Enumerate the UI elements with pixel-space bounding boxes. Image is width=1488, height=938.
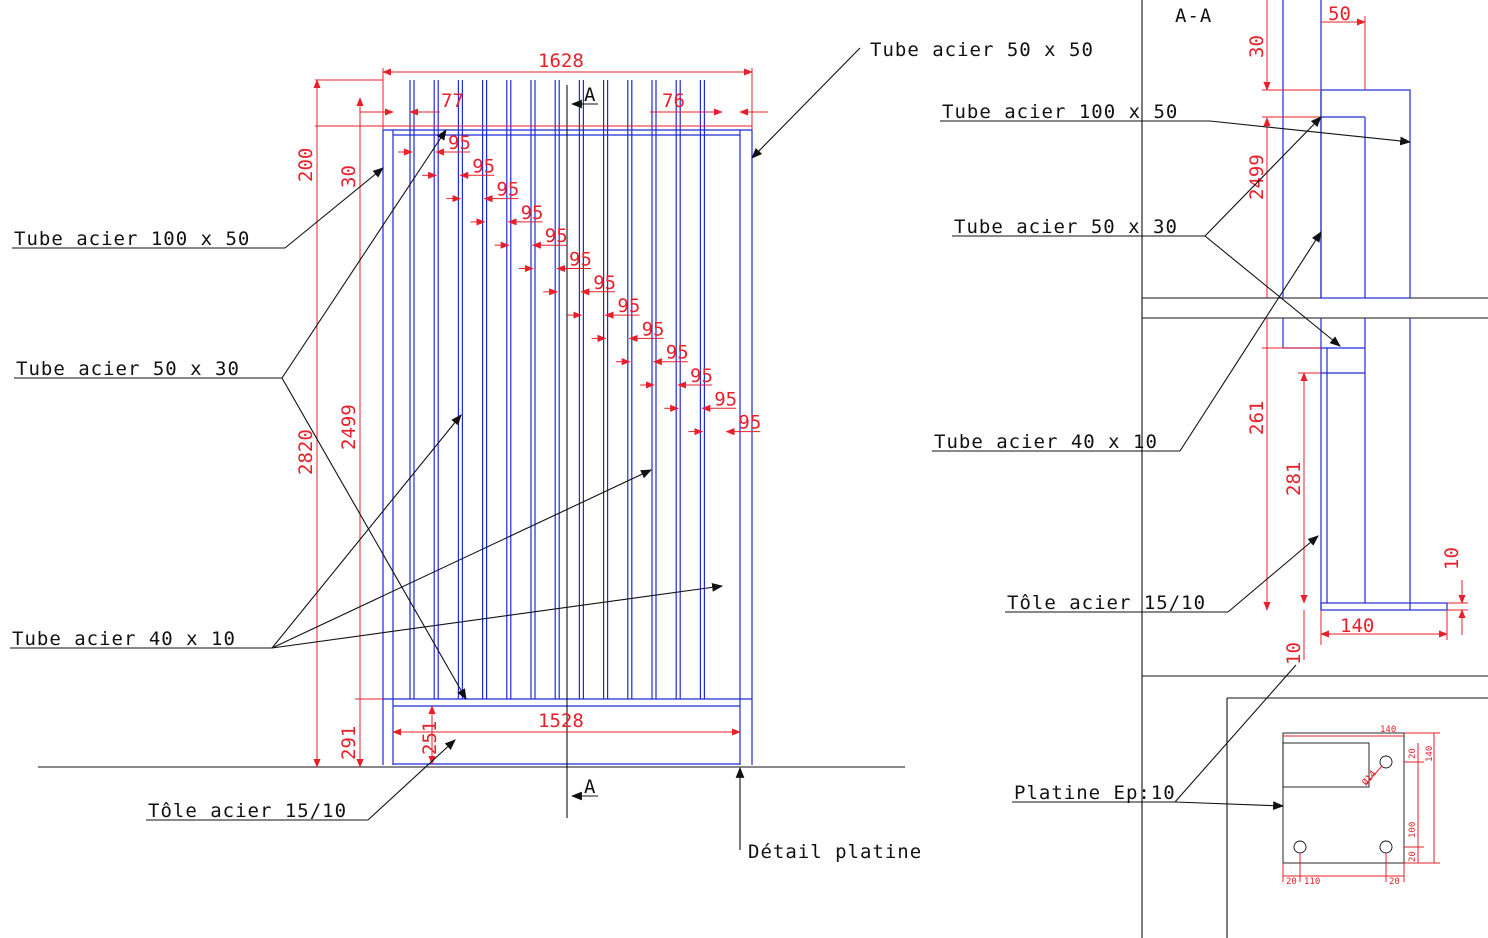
dim-section-bar-height: 2499 — [1246, 154, 1268, 200]
vertical-bar — [602, 80, 609, 699]
spacing-label: 95 — [690, 365, 713, 387]
label-tube-40x10: Tube acier 40 x 10 — [12, 628, 236, 650]
section-title: A-A — [1175, 5, 1212, 27]
dim-section-base-thickness: 10 — [1441, 547, 1463, 570]
vertical-bar — [482, 80, 488, 699]
spacing-dimension: 95 — [398, 132, 471, 156]
spacing-dimension: 95 — [519, 249, 592, 273]
spacing-label: 95 — [472, 155, 495, 177]
vertical-bar — [627, 80, 633, 699]
spacing-label: 95 — [448, 132, 471, 154]
bolt-hole-icon — [1379, 840, 1393, 854]
vertical-bar — [433, 80, 439, 699]
label-detail-platine: Détail platine — [748, 841, 922, 863]
dim-platine-edge-right: 20 — [1389, 877, 1400, 887]
label-tole: Tôle acier 15/10 — [148, 800, 347, 822]
dim-platine-height: 140 — [1425, 746, 1435, 762]
spacing-dimension: 95 — [543, 272, 616, 296]
dim-platine-spacing-horizontal: 110 — [1304, 877, 1320, 887]
dim-section-top-width: 50 — [1328, 3, 1351, 25]
spacing-dimension: 95 — [640, 365, 713, 389]
dim-section-261: 261 — [1246, 401, 1268, 435]
label-section-tube-40x10: Tube acier 40 x 10 — [934, 431, 1158, 453]
spacing-dimension: 95 — [664, 388, 737, 412]
spacing-label: 95 — [714, 388, 737, 410]
vertical-bar — [675, 80, 681, 699]
vertical-bar — [699, 80, 706, 699]
spacing-label: 95 — [617, 295, 640, 317]
spacing-label: 95 — [545, 225, 568, 247]
dim-platine-edge-left: 20 — [1286, 877, 1297, 887]
left-post — [382, 130, 394, 765]
bolt-hole-icon — [1293, 840, 1307, 854]
spacing-dimension: 95 — [422, 155, 495, 179]
vertical-bar — [506, 80, 512, 699]
label-section-tube-100x50: Tube acier 100 x 50 — [942, 101, 1178, 123]
section-marker-bottom: A — [584, 776, 596, 798]
spacing-label: 95 — [666, 342, 689, 364]
vertical-bar — [530, 80, 536, 699]
vertical-bar — [457, 80, 463, 699]
section-view: A-A 50 30 2499 261 281 — [932, 0, 1488, 938]
front-view: A A 1628 77 76 2820 200 30 2499 291 251 … — [10, 39, 1094, 863]
label-tube-50x50: Tube acier 50 x 50 — [870, 39, 1094, 61]
bolt-hole-icon — [1379, 755, 1393, 769]
dim-platine-edge-bottom: 20 — [1408, 851, 1418, 862]
spacing-label: 95 — [496, 179, 519, 201]
dim-overall-width: 1628 — [538, 50, 584, 72]
dim-platine-width: 140 — [1380, 725, 1396, 735]
spacing-dimension: 95 — [615, 342, 689, 366]
dim-inner-width: 1528 — [538, 710, 584, 732]
vertical-bar — [651, 80, 657, 699]
spacing-label: 95 — [738, 412, 761, 434]
spacing-dimension: 95 — [470, 202, 544, 226]
dim-section-top-height: 30 — [1246, 35, 1268, 58]
dim-platine-edge-top: 20 — [1408, 748, 1418, 759]
dim-plate-height: 251 — [419, 721, 441, 755]
dim-left-offset: 77 — [441, 90, 464, 112]
platine-detail: Ø14 140 140 20 100 20 20 110 20 Platine … — [1012, 664, 1488, 938]
dim-bottom-height: 291 — [338, 726, 360, 760]
spacing-dimension: 95 — [567, 295, 640, 319]
dim-rail-height: 30 — [338, 165, 360, 188]
label-section-tube-50x30: Tube acier 50 x 30 — [954, 216, 1178, 238]
vertical-bar — [578, 80, 585, 699]
spacing-dimension: 95 — [446, 179, 519, 203]
dim-platine-hole: Ø14 — [1360, 768, 1379, 788]
dim-platine-spacing-vertical: 100 — [1408, 822, 1418, 838]
spacing-label: 95 — [642, 318, 665, 340]
label-tube-100x50: Tube acier 100 x 50 — [14, 228, 250, 250]
dim-bar-height: 2499 — [338, 404, 360, 450]
spacing-label: 95 — [521, 202, 544, 224]
right-post — [739, 130, 753, 765]
vertical-bar — [409, 80, 415, 699]
spacing-label: 95 — [593, 272, 616, 294]
dim-section-base-width: 140 — [1340, 615, 1374, 637]
label-section-tole: Tôle acier 15/10 — [1007, 592, 1206, 614]
dim-right-offset: 76 — [662, 90, 685, 112]
dim-section-base-offset: 10 — [1283, 642, 1305, 665]
dim-top-height: 200 — [295, 148, 317, 182]
dim-overall-height: 2820 — [295, 429, 317, 475]
section-marker-top: A — [584, 84, 596, 106]
spacing-dimension: 95 — [591, 318, 665, 342]
spacing-dimension: 95 — [688, 412, 761, 436]
label-tube-50x30: Tube acier 50 x 30 — [16, 358, 240, 380]
dim-section-281: 281 — [1283, 462, 1305, 496]
spacing-dimension: 95 — [494, 225, 568, 249]
spacing-label: 95 — [569, 249, 592, 271]
vertical-bars — [409, 80, 706, 699]
vertical-bar — [554, 80, 560, 699]
label-platine: Platine Ep:10 — [1014, 782, 1176, 804]
